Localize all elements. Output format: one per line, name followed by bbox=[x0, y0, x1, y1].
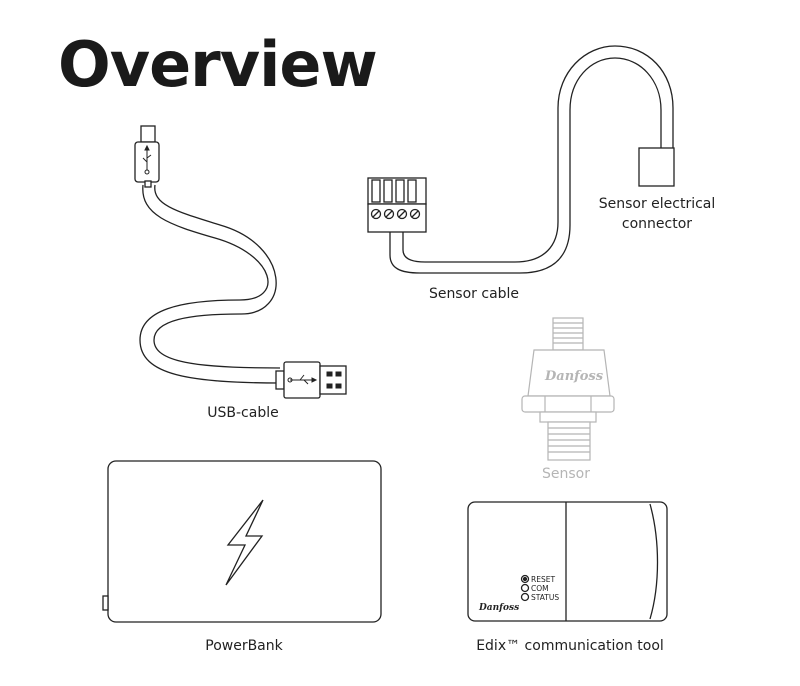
sensor-cable-label: Sensor cable bbox=[428, 286, 520, 302]
usb-cable-label: USB-cable bbox=[207, 405, 279, 421]
page-title: Overview bbox=[58, 28, 378, 101]
sensor-connector-label-line1: Sensor electrical bbox=[598, 196, 716, 212]
sensor-cable bbox=[389, 45, 674, 274]
pressure-sensor-icon bbox=[521, 317, 615, 461]
usb-symbol-icon bbox=[287, 371, 342, 389]
edix-com-label: COM bbox=[531, 584, 549, 593]
edix-logo: Danfoss bbox=[478, 603, 519, 613]
sensor-connector-label-line2: connector bbox=[621, 216, 693, 232]
sensor-label: Sensor bbox=[542, 466, 590, 482]
powerbank-label: PowerBank bbox=[205, 638, 283, 654]
usb-symbol-icon bbox=[142, 144, 152, 175]
sensor-logo: Danfoss bbox=[544, 369, 604, 384]
edix-reset-label: RESET bbox=[531, 575, 555, 584]
lightning-bolt-icon bbox=[225, 499, 264, 586]
terminal-block-icon bbox=[367, 177, 427, 233]
sensor-connector-icon bbox=[638, 147, 675, 187]
edix-tool-label: Edix™ communication tool bbox=[476, 638, 664, 654]
edix-tool-icon bbox=[467, 501, 668, 622]
usb-cable bbox=[139, 184, 281, 384]
edix-status-label: STATUS bbox=[531, 593, 559, 602]
